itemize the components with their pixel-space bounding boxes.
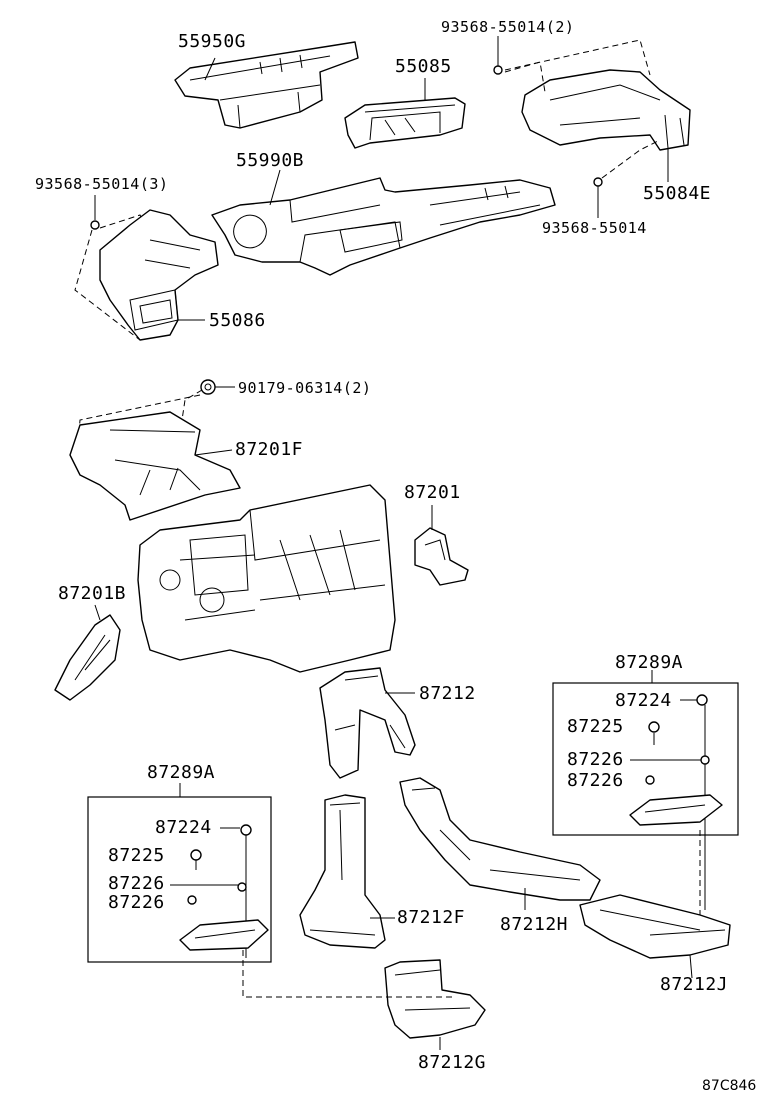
label-87201B[interactable]: 87201B bbox=[58, 583, 127, 604]
part-93568-55014-drawing bbox=[593, 177, 603, 187]
label-87201F[interactable]: 87201F bbox=[235, 439, 304, 460]
label-93568-55014-2[interactable]: 93568-55014(2) bbox=[441, 18, 575, 36]
label-87289A-left[interactable]: 87289A bbox=[147, 762, 216, 783]
label-87225-left[interactable]: 87225 bbox=[108, 845, 165, 866]
label-55084E[interactable]: 55084E bbox=[643, 183, 712, 204]
label-87224-right[interactable]: 87224 bbox=[615, 690, 672, 711]
label-55950G[interactable]: 55950G bbox=[178, 31, 247, 52]
heater-unit-drawing bbox=[137, 484, 396, 673]
label-90179-06314-2[interactable]: 90179-06314(2) bbox=[238, 379, 372, 397]
part-87212F-drawing bbox=[299, 794, 386, 949]
part-55990B-drawing bbox=[211, 177, 556, 276]
label-87201[interactable]: 87201 bbox=[404, 482, 461, 503]
register-set-right bbox=[552, 670, 739, 910]
register-set-left bbox=[87, 783, 272, 963]
label-87226-left-a[interactable]: 87226 bbox=[108, 873, 165, 894]
part-87201B-drawing bbox=[54, 614, 121, 701]
label-87289A-right[interactable]: 87289A bbox=[615, 652, 684, 673]
label-55085[interactable]: 55085 bbox=[395, 56, 452, 77]
label-87212[interactable]: 87212 bbox=[419, 683, 476, 704]
part-87212J-drawing bbox=[579, 894, 731, 959]
label-55086[interactable]: 55086 bbox=[209, 310, 266, 331]
part-93568-55014-2-drawing bbox=[493, 60, 503, 75]
label-87212H[interactable]: 87212H bbox=[500, 914, 569, 935]
label-87226-right-a[interactable]: 87226 bbox=[567, 749, 624, 770]
part-90179-06314-2-drawing bbox=[200, 379, 216, 395]
part-93568-55014-3-drawing bbox=[90, 220, 100, 230]
label-87212J[interactable]: 87212J bbox=[660, 974, 729, 995]
part-87212G-drawing bbox=[384, 959, 486, 1039]
diagram-code: 87C846 bbox=[702, 1078, 757, 1094]
part-55950G-drawing bbox=[174, 41, 359, 129]
label-87212F[interactable]: 87212F bbox=[397, 907, 466, 928]
part-87201-drawing bbox=[414, 527, 469, 586]
part-87212H-drawing bbox=[399, 777, 601, 901]
label-87226-right-b[interactable]: 87226 bbox=[567, 770, 624, 791]
part-55084E-drawing bbox=[521, 69, 691, 151]
label-87224-left[interactable]: 87224 bbox=[155, 817, 212, 838]
part-55085-drawing bbox=[344, 97, 466, 149]
label-87212G[interactable]: 87212G bbox=[418, 1052, 487, 1073]
label-87225-right[interactable]: 87225 bbox=[567, 716, 624, 737]
label-93568-55014[interactable]: 93568-55014 bbox=[542, 219, 647, 237]
label-93568-55014-3[interactable]: 93568-55014(3) bbox=[35, 175, 169, 193]
label-87226-left-b[interactable]: 87226 bbox=[108, 892, 165, 913]
part-87201F-drawing bbox=[69, 411, 241, 521]
part-87212-drawing bbox=[319, 667, 416, 779]
part-55086-drawing bbox=[99, 209, 219, 341]
label-55990B[interactable]: 55990B bbox=[236, 150, 305, 171]
